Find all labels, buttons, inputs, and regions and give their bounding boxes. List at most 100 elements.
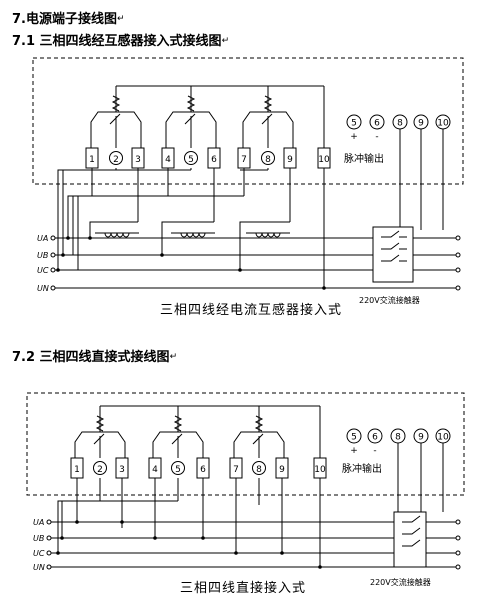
output-label-8: 8 xyxy=(395,433,401,443)
element-resistor xyxy=(111,95,121,112)
element-right-branch xyxy=(116,111,142,148)
output-label-9: 9 xyxy=(418,119,424,129)
output-label-5: 5 xyxy=(351,433,357,443)
element-arrow xyxy=(93,433,105,445)
junction-dot xyxy=(280,551,284,555)
contactor-contact xyxy=(402,515,421,523)
element-left-branch xyxy=(242,111,268,148)
ac-contactor xyxy=(393,511,427,568)
junction-dot xyxy=(60,536,64,540)
line-start-UC xyxy=(46,550,52,556)
output-terminal-6 xyxy=(369,114,385,130)
junction-dot xyxy=(56,268,60,272)
supply-connection xyxy=(57,169,191,270)
terminal-label-6: 6 xyxy=(211,155,217,165)
element-left-branch xyxy=(165,111,191,148)
terminal-8 xyxy=(252,461,266,475)
terminal-label-3: 3 xyxy=(119,465,125,475)
junction-dot xyxy=(66,236,70,240)
element-resistor xyxy=(95,415,105,432)
output-label-6: 6 xyxy=(372,433,378,443)
element-left-branch xyxy=(74,431,100,458)
meter-enclosure xyxy=(26,392,465,496)
terminal-label-1: 1 xyxy=(74,465,80,475)
terminal-label-7: 7 xyxy=(233,465,239,475)
ct-coil xyxy=(180,232,206,238)
line-start-UB xyxy=(46,535,52,541)
element-arrow xyxy=(261,113,273,125)
output-plus-sign: + xyxy=(350,132,358,142)
line-end-UC xyxy=(455,550,461,556)
terminal-8 xyxy=(261,151,275,165)
line-label-UA: UA xyxy=(33,518,44,527)
line-end-UA xyxy=(455,519,461,525)
output-terminal-5 xyxy=(346,114,362,130)
line-end-UB xyxy=(455,535,461,541)
contactor-contact xyxy=(381,230,400,238)
element-arrow xyxy=(109,113,121,125)
contactor-contact xyxy=(402,539,421,547)
terminal-label-4: 4 xyxy=(165,155,171,165)
element-left-branch xyxy=(152,431,178,458)
supply-connection xyxy=(161,221,214,255)
terminal-label-2: 2 xyxy=(113,155,119,165)
junction-dot xyxy=(318,565,322,569)
junction-dot xyxy=(160,253,164,257)
element-left-branch xyxy=(90,111,116,148)
terminal-label-9: 9 xyxy=(279,465,285,475)
element-arrow xyxy=(252,433,264,445)
line-label-UN: UN xyxy=(33,563,45,572)
element-resistor xyxy=(173,415,183,432)
junction-dot xyxy=(61,253,65,257)
terminal-5 xyxy=(171,461,185,475)
element-arrow xyxy=(171,433,183,445)
line-end-UA xyxy=(455,235,461,241)
line-end-UN xyxy=(455,285,461,291)
element-resistor xyxy=(263,95,273,112)
element-left-branch xyxy=(233,431,259,458)
terminal-label-5: 5 xyxy=(188,155,194,165)
ct-coil xyxy=(104,232,130,238)
contactor-contact xyxy=(381,242,400,250)
supply-connection xyxy=(89,221,138,238)
output-label-10: 10 xyxy=(437,119,449,129)
junction-dot xyxy=(120,520,124,524)
output-label-8: 8 xyxy=(397,119,403,129)
terminal-5 xyxy=(184,151,198,165)
terminal-2 xyxy=(93,461,107,475)
terminal-label-10: 10 xyxy=(314,465,326,475)
output-label-9: 9 xyxy=(418,433,424,443)
junction-dot xyxy=(234,551,238,555)
line-label-UB: UB xyxy=(37,251,48,260)
terminal-label-2: 2 xyxy=(97,465,103,475)
contactor-label: 220V交流接触器 xyxy=(370,577,431,587)
supply-connection xyxy=(77,195,244,270)
diagram-caption: 三相四线直接接入式 xyxy=(180,580,306,596)
section-7-2-heading: 7.2 三相四线直接式接线图↵ xyxy=(12,350,178,365)
diagram-caption: 三相四线经电流互感器接入式 xyxy=(160,302,342,318)
output-label-10: 10 xyxy=(437,433,449,443)
line-start-UN xyxy=(50,285,56,291)
line-end-UC xyxy=(455,267,461,273)
line-end-UN xyxy=(455,564,461,570)
pulse-output-label: 脉冲输出 xyxy=(342,462,382,475)
line-start-UN xyxy=(46,564,52,570)
pulse-output-label: 脉冲输出 xyxy=(344,152,384,165)
supply-connection xyxy=(62,169,116,255)
output-minus-sign: - xyxy=(373,446,376,456)
terminal-label-3: 3 xyxy=(135,155,141,165)
output-plus-sign: + xyxy=(350,446,358,456)
line-label-UB: UB xyxy=(33,534,44,543)
line-start-UA xyxy=(50,235,56,241)
terminal-label-1: 1 xyxy=(89,155,95,165)
supply-connection xyxy=(57,500,178,553)
line-end-UB xyxy=(455,252,461,258)
terminal-label-10: 10 xyxy=(318,155,330,165)
line-label-UN: UN xyxy=(37,284,49,293)
terminal-label-8: 8 xyxy=(265,155,271,165)
element-resistor xyxy=(254,415,264,432)
junction-dot xyxy=(153,536,157,540)
supply-connection xyxy=(72,195,168,255)
